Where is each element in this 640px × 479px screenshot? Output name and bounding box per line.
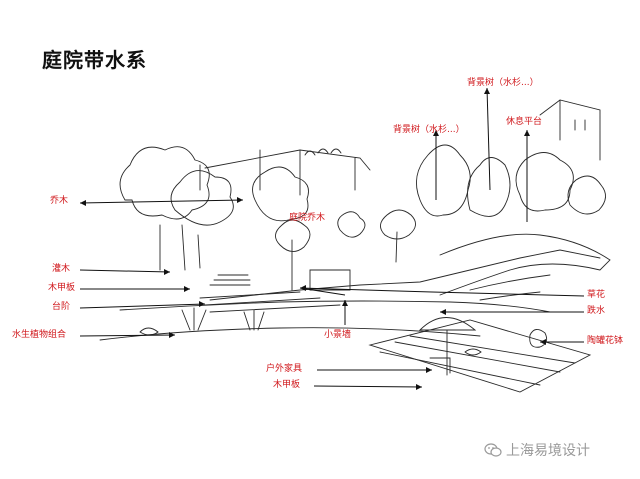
wechat-icon [484, 443, 502, 457]
watermark-text: 上海易境设计 [506, 443, 590, 459]
label-pottery: 陶罐花钵 [587, 336, 624, 346]
label-bg-tree-1: 背景树（水杉...） [467, 78, 539, 88]
label-grass-flower: 草花 [587, 290, 606, 300]
label-deck-2: 木甲板 [273, 380, 301, 390]
label-small-wall: 小景墙 [324, 330, 352, 340]
label-shrub: 灌木 [52, 264, 71, 274]
label-stepping-stone: 跌水 [587, 306, 606, 316]
label-deck: 木甲板 [48, 283, 76, 293]
watermark: 上海易境设计 [484, 440, 590, 460]
diagram-title: 庭院带水系 [42, 48, 147, 72]
label-rest-platform: 休息平台 [506, 117, 543, 127]
label-furniture: 户外家具 [266, 364, 303, 374]
label-steps: 台阶 [52, 302, 71, 312]
label-bg-tree-2: 背景树（水杉...） [393, 125, 465, 135]
label-courtyard-tree: 庭院乔木 [289, 213, 326, 223]
label-tree: 乔木 [50, 196, 69, 206]
label-aquatic-plants: 水生植物组合 [12, 330, 67, 340]
